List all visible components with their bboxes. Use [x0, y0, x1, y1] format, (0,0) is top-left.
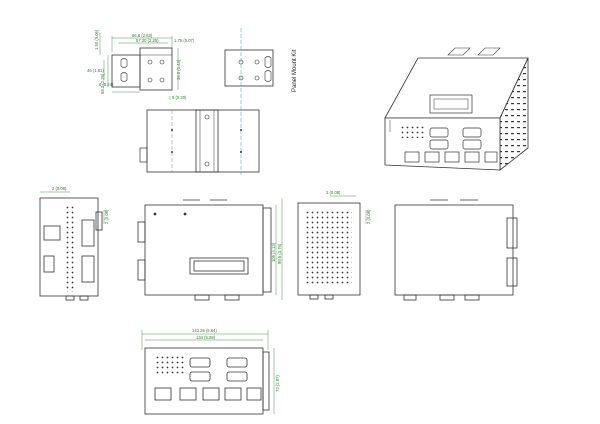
- side-view-left-dim-top: 2 (0.08): [52, 186, 67, 191]
- bottom-view-dim-width-outer: 143.25 (5.64): [192, 328, 218, 333]
- dim-bottom-note: 5 (0.20): [172, 95, 187, 100]
- dim-top-small: 1.75 (0.07): [174, 38, 195, 43]
- front-view: [137, 199, 272, 301]
- panel-mount-kit-dimensions: [99, 33, 179, 100]
- front-view-dim-height-inner: 95.5 (3.76): [277, 243, 282, 264]
- dim-height-right: 36.5 (1.44): [176, 59, 181, 80]
- bottom-view-dim-width-inner: 134 (5.28): [196, 335, 216, 340]
- rear-view-dim-right: 2 (0.08): [366, 209, 371, 224]
- side-view-right: [394, 199, 518, 301]
- panel-mount-bracket: [224, 28, 274, 175]
- side-view-left-dimensions: [40, 191, 105, 224]
- rear-view-dim-top: 2 (0.08): [326, 190, 341, 195]
- rear-view-dimensions: [330, 195, 367, 224]
- front-view-dimensions: [275, 198, 283, 300]
- dim-width-outer: 66.8 (2.63): [132, 33, 153, 38]
- dim-left-pitch: 46 (1.81): [87, 68, 104, 73]
- bottom-view-dimensions: [141, 330, 275, 414]
- bottom-view-dim-height: 72 (2.87): [275, 375, 280, 392]
- panel-mount-side-view: [139, 109, 260, 173]
- side-view-left-dim-right: 2 (0.08): [104, 209, 109, 224]
- dim-top-left: 1.50 (0.06): [94, 29, 99, 50]
- dim-left-offset: 6 (0.24): [99, 82, 114, 87]
- dim-left-hole: 58.2 (2.29): [100, 73, 105, 94]
- bottom-view: [144, 347, 270, 415]
- isometric-view: [384, 47, 529, 171]
- dim-width-inner: 57.20 (2.25): [136, 38, 159, 43]
- panel-mount-kit-top-view: [111, 47, 173, 91]
- rear-view: [297, 202, 361, 300]
- side-view-left: [39, 197, 103, 301]
- front-view-dim-height-outer: 105 (4.13): [271, 242, 276, 262]
- panel-mount-kit-title: Panel Mount Kit: [292, 49, 298, 92]
